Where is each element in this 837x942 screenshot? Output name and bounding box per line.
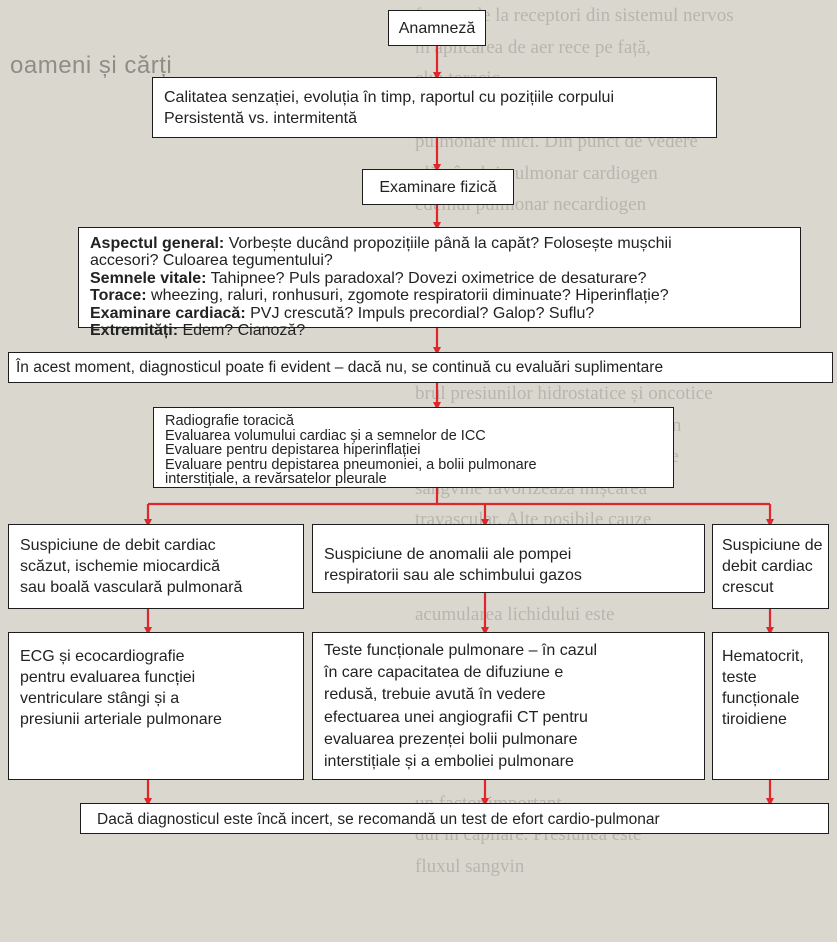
teste-box: Teste funcționale pulmonare – în cazul î… <box>312 632 705 780</box>
radiografie-line-1: Radiografie toracică <box>165 413 294 429</box>
anamneza-box: Anamneză <box>388 10 486 46</box>
examinare-label: Examinare fizică <box>379 179 497 196</box>
hematocrit-box: Hematocrit, teste funcționale tiroidiene <box>712 632 829 780</box>
exam-detail-aspect-cont: accesori? Culoarea tegumentului? <box>90 252 333 270</box>
suspiciune-crescut-line-1: Suspiciune de <box>722 537 823 554</box>
calitatea-line-1: Calitatea senzației, evoluția în timp, r… <box>164 89 615 106</box>
hematocrit-line-4: tiroidiene <box>722 711 787 728</box>
radiografie-line-5: interstițiale, a revărsatelor pleurale <box>165 471 387 487</box>
ecg-line-3: ventriculare stângi și a <box>20 690 180 707</box>
examinare-box: Examinare fizică <box>362 169 514 205</box>
radiografie-box: Radiografie toracică Evaluarea volumului… <box>153 407 674 488</box>
suspiciune-crescut-line-2: debit cardiac <box>722 558 813 575</box>
background-text-line: brul presiunilor hidrostatice și oncotic… <box>415 383 713 404</box>
exam-detail-aspect: Aspectul general: Vorbește ducând propoz… <box>90 235 672 252</box>
suspiciune-anomalii-line-2: respiratorii sau ale schimbului gazos <box>324 567 582 584</box>
final-label: Dacă diagnosticul este încă incert, se r… <box>97 811 660 828</box>
ecg-line-4: presiunii arteriale pulmonare <box>20 711 222 728</box>
exam-detail-cardiac: Examinare cardiacă: PVJ crescută? Impuls… <box>90 304 595 322</box>
moment-label: În acest moment, diagnosticul poate fi e… <box>16 359 664 376</box>
teste-line-2: în care capacitatea de difuziune e <box>324 664 564 682</box>
radiografie-line-2: Evaluarea volumului cardiac și a semnelo… <box>165 427 486 444</box>
suspiciune-scazut-line-1: Suspiciune de debit cardiac <box>20 537 216 554</box>
ecg-line-2: pentru evaluarea funcției <box>20 669 196 686</box>
ecg-line-1: ECG și ecocardiografie <box>20 648 185 665</box>
anamneza-label: Anamneză <box>398 20 476 37</box>
suspiciune-scazut-line-2: scăzut, ischemie miocardică <box>20 558 221 575</box>
suspiciune-crescut-line-3: crescut <box>722 579 774 596</box>
teste-line-5: evaluarea prezenței bolii pulmonare <box>324 730 578 748</box>
background-text-line: ferente de la receptori din sistemul ner… <box>415 5 734 26</box>
teste-line-6: interstițiale și a emboliei pulmonare <box>324 753 574 771</box>
hematocrit-line-3: funcționale <box>722 690 800 707</box>
calitatea-line-2: Persistentă vs. intermitentă <box>164 110 357 127</box>
teste-line-4: efectuarea unei angiografii CT pentru <box>324 708 588 726</box>
final-box: Dacă diagnosticul este încă incert, se r… <box>80 803 829 834</box>
calitatea-box: Calitatea senzației, evoluția în timp, r… <box>152 77 717 138</box>
suspiciune-crescut-box: Suspiciune de debit cardiac crescut <box>712 524 829 609</box>
suspiciune-scazut-box: Suspiciune de debit cardiac scăzut, isch… <box>8 524 304 609</box>
moment-box: În acest moment, diagnosticul poate fi e… <box>8 352 833 383</box>
exam-detail-semne: Semnele vitale: Tahipnee? Puls paradoxal… <box>90 269 647 287</box>
hematocrit-line-2: teste <box>722 669 757 686</box>
exam-details-box: Aspectul general: Vorbește ducând propoz… <box>78 227 801 339</box>
suspiciune-anomalii-line-1: Suspiciune de anomalii ale pompei <box>324 546 572 563</box>
background-text-line: fluxul sangvin <box>415 855 525 877</box>
teste-line-3: redusă, trebuie avută în vedere <box>324 686 546 704</box>
background-header: oameni și cărți <box>10 52 173 79</box>
teste-line-1: Teste funcționale pulmonare – în cazul <box>324 642 598 659</box>
ecg-box: ECG și ecocardiografie pentru evaluarea … <box>8 632 304 780</box>
radiografie-line-3: Evaluare pentru depistarea hiperinflație… <box>165 442 421 458</box>
exam-detail-extremitati: Extremități: Edem? Cianoză? <box>90 322 306 340</box>
hematocrit-line-1: Hematocrit, <box>722 648 804 665</box>
suspiciune-anomalii-box: Suspiciune de anomalii ale pompei respir… <box>312 524 705 593</box>
background-text-line: acumularea lichidului este <box>415 603 615 625</box>
suspiciune-scazut-line-3: sau boală vasculară pulmonară <box>20 579 243 596</box>
exam-detail-torace: Torace: wheezing, raluri, ronhusuri, zgo… <box>90 287 669 305</box>
radiografie-line-4: Evaluare pentru depistarea pneumoniei, a… <box>165 456 537 473</box>
